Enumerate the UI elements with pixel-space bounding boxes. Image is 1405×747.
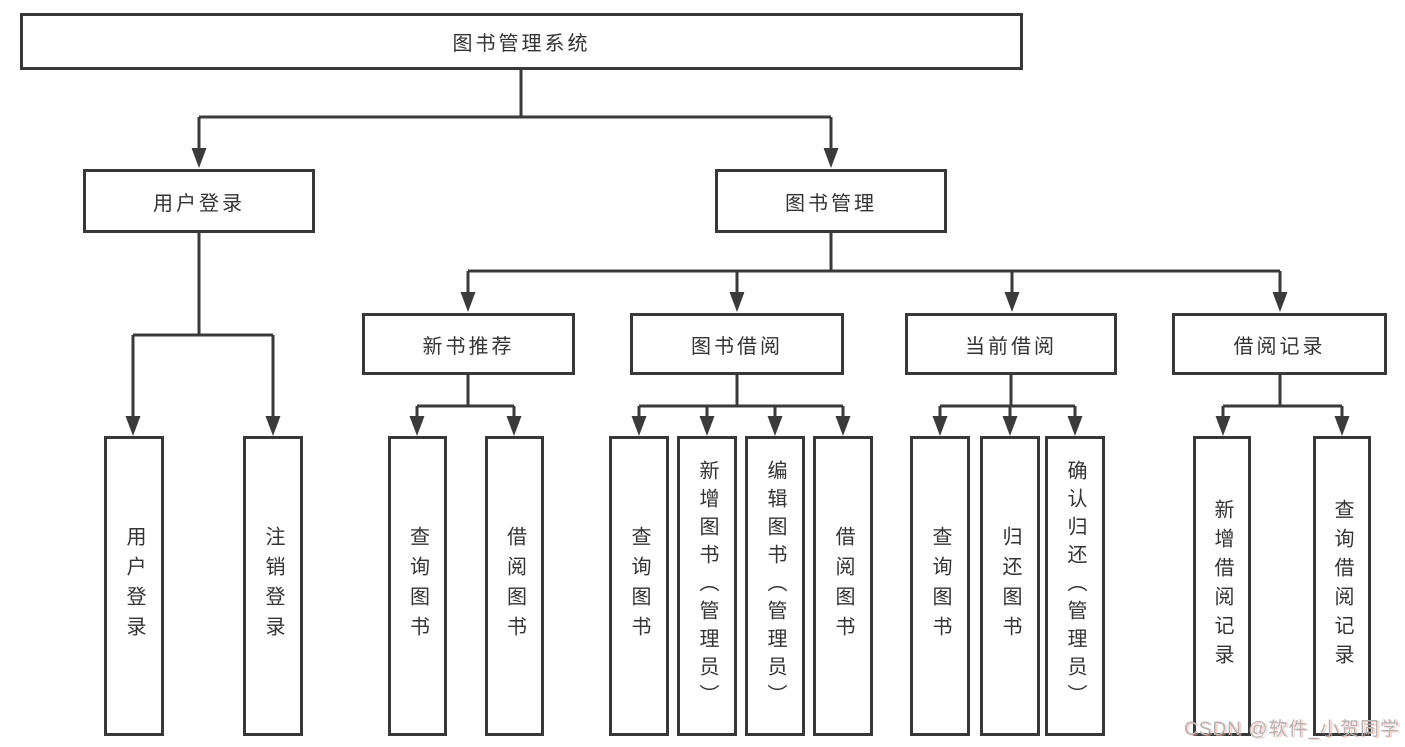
node-current-borrow: 当前借阅 <box>905 313 1117 375</box>
arrowhead-down-icon <box>125 148 1350 436</box>
leaf-record-query-borrow-record: 查询借阅记录 <box>1313 436 1371 736</box>
leaf-current-query-books: 查询图书 <box>910 436 970 736</box>
leaf-newbook-borrow-books: 借阅图书 <box>485 436 544 736</box>
leaf-borrow-query-books: 查询图书 <box>609 436 669 736</box>
watermark: CSDN @软件_小贺同学 <box>1184 719 1400 740</box>
node-borrow-records: 借阅记录 <box>1172 313 1387 375</box>
node-new-book-recommend: 新书推荐 <box>362 313 575 375</box>
leaf-record-add-borrow-record: 新增借阅记录 <box>1193 436 1251 736</box>
leaf-current-confirm-return-admin: 确认归还（管理员） <box>1045 436 1105 736</box>
leaf-borrow-borrow-books: 借阅图书 <box>813 436 873 736</box>
leaf-borrow-add-books-admin: 新增图书（管理员） <box>677 436 737 736</box>
leaf-newbook-query-books: 查询图书 <box>388 436 447 736</box>
node-user-login: 用户登录 <box>83 169 315 233</box>
connector-lines <box>131 70 1344 418</box>
node-library-management-system: 图书管理系统 <box>20 13 1023 70</box>
leaf-borrow-edit-books-admin: 编辑图书（管理员） <box>745 436 805 736</box>
leaf-logout: 注销登录 <box>243 436 303 736</box>
leaf-user-login: 用户登录 <box>104 436 164 736</box>
node-book-management: 图书管理 <box>715 169 947 233</box>
leaf-current-return-books: 归还图书 <box>980 436 1040 736</box>
node-book-borrow: 图书借阅 <box>630 313 844 375</box>
